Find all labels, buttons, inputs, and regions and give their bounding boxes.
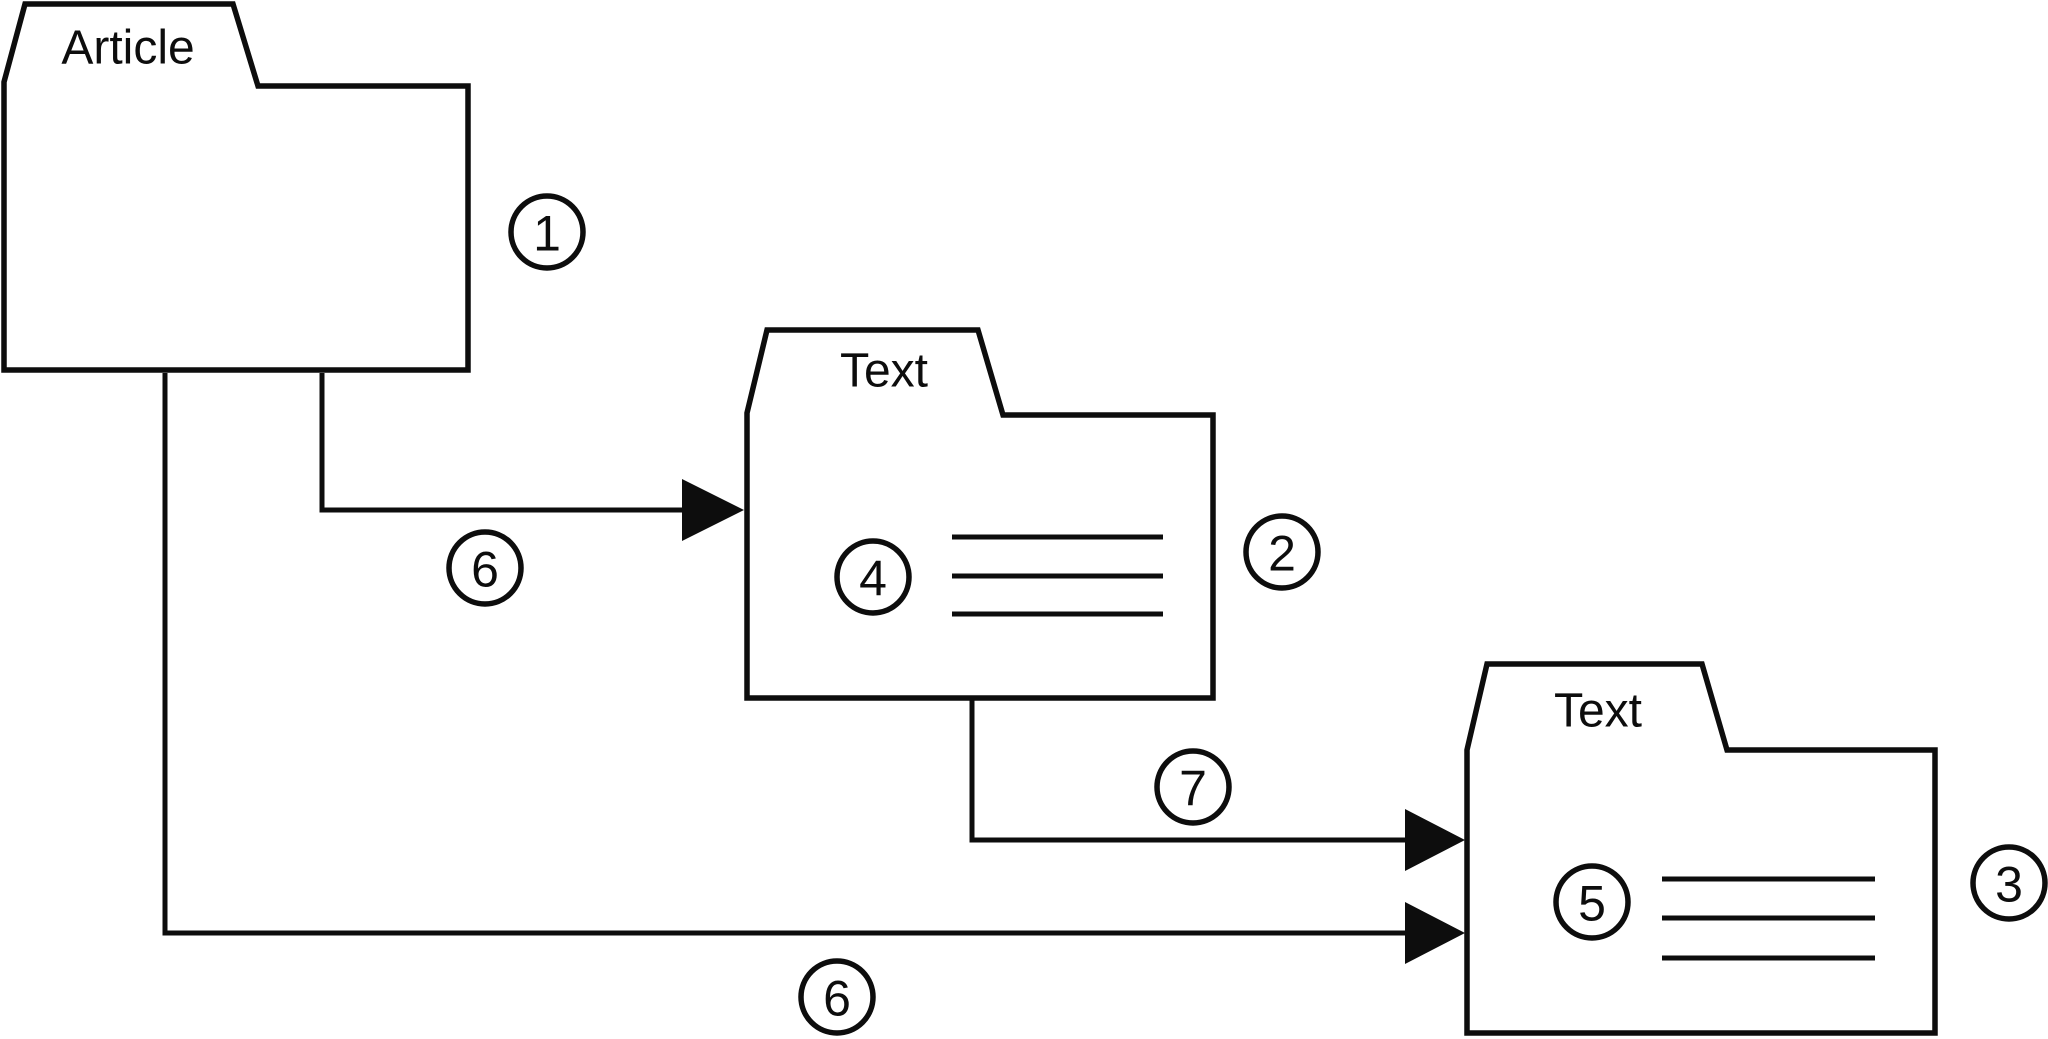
- badge-number: 5: [1578, 876, 1606, 932]
- arrow-article-to-text3: [162, 373, 1465, 964]
- folder-label: Article: [61, 21, 194, 74]
- arrowhead-icon: [682, 479, 744, 541]
- folder-icon: [1464, 661, 1938, 1036]
- arrow-label-6a: 6: [446, 529, 524, 607]
- badge-number: 6: [471, 542, 499, 598]
- arrow-label-7: 7: [1154, 748, 1232, 826]
- arrow-article-to-text2: [319, 373, 744, 541]
- folder-label: Text: [840, 344, 928, 397]
- badge-circle: [508, 193, 586, 271]
- arrow-label-6b: 6: [798, 958, 876, 1036]
- text-folder-1: Text 4: [744, 327, 1216, 701]
- folder-label: Text: [1554, 684, 1642, 737]
- folder-icon: [1, 1, 471, 373]
- badge-1: 1: [508, 193, 586, 271]
- badge-3: 3: [1970, 844, 2048, 922]
- text-placeholder-lines: [1662, 876, 1875, 961]
- badge-circle: [446, 529, 524, 607]
- text-folder-2: Text 5: [1464, 661, 1938, 1036]
- badge-circle: [1553, 863, 1631, 941]
- folder-icon: [744, 327, 1216, 701]
- arrow-line: [162, 373, 1408, 936]
- badge-circle: [1243, 513, 1321, 591]
- arrowhead-icon: [1405, 902, 1465, 964]
- badge-circle: [1154, 748, 1232, 826]
- badge-number: 6: [823, 971, 851, 1027]
- badge-number: 2: [1268, 526, 1296, 582]
- arrowhead-icon: [1405, 809, 1465, 871]
- badge-number: 1: [533, 206, 561, 262]
- badge-circle: [834, 538, 912, 616]
- arrow-text2-to-text3: [969, 700, 1465, 871]
- badge-circle: [798, 958, 876, 1036]
- arrow-line: [319, 373, 686, 513]
- text-placeholder-lines: [952, 534, 1163, 617]
- badge-number: 7: [1179, 761, 1207, 817]
- badge-4: 4: [834, 538, 912, 616]
- article-folder: Article: [1, 1, 471, 373]
- arrow-line: [969, 700, 1408, 843]
- badge-circle: [1970, 844, 2048, 922]
- badge-number: 3: [1995, 857, 2023, 913]
- badge-2: 2: [1243, 513, 1321, 591]
- badge-5: 5: [1553, 863, 1631, 941]
- badge-number: 4: [859, 551, 887, 607]
